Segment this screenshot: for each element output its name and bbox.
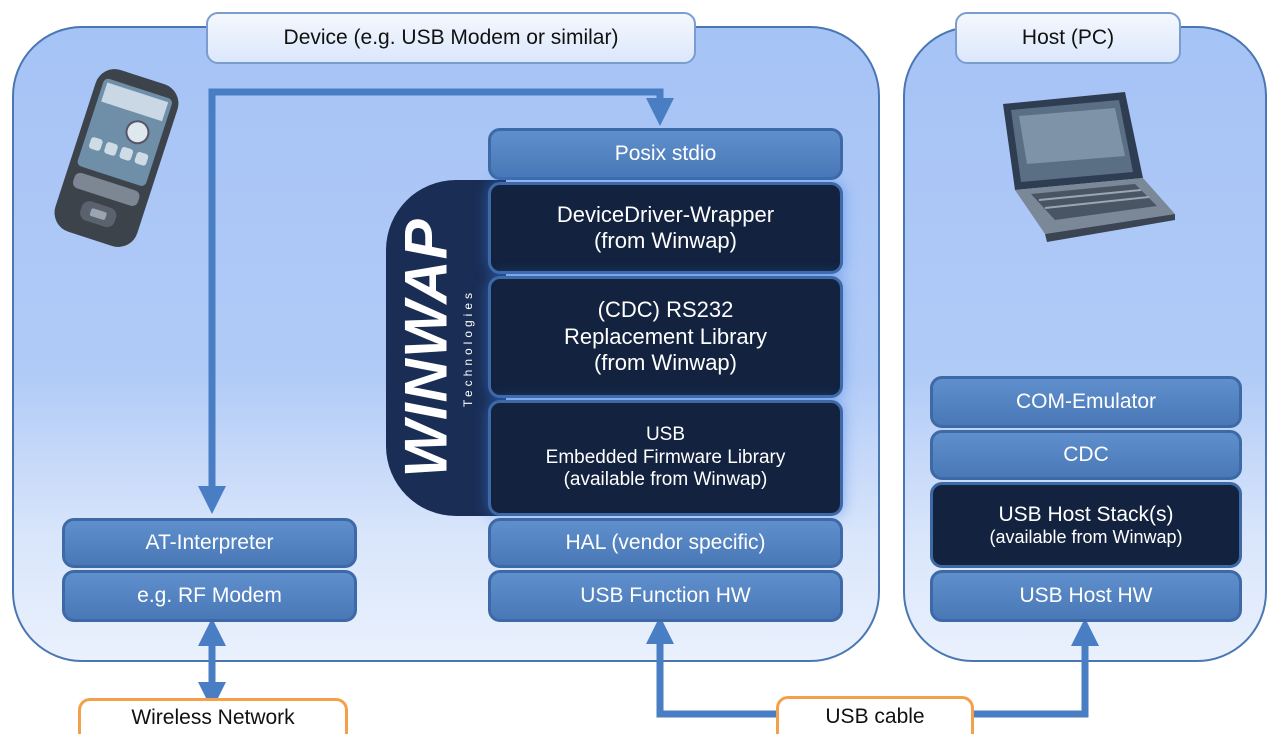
rf-modem-block: e.g. RF Modem — [62, 570, 357, 622]
usb-cable-box: USB cable — [776, 696, 974, 734]
at-interpreter-block: AT-Interpreter — [62, 518, 357, 568]
posix-to-at-arrow — [198, 88, 674, 514]
winwap-brand-panel — [386, 180, 506, 516]
usb-host-stack-block: USB Host Stack(s)(available from Winwap) — [930, 482, 1242, 568]
usb-function-hw-block: USB Function HW — [488, 570, 843, 622]
winwap-logo-wordmark: WINWAP — [392, 218, 460, 478]
hal-block: HAL (vendor specific) — [488, 518, 843, 568]
mobile-phone-icon — [54, 69, 179, 247]
wireless-network-box: Wireless Network — [78, 698, 348, 734]
posix-stdio-block: Posix stdio — [488, 128, 843, 180]
usb-host-hw-block: USB Host HW — [930, 570, 1242, 622]
com-emulator-block: COM-Emulator — [930, 376, 1242, 428]
device-driver-wrapper-block: DeviceDriver-Wrapper(from Winwap) — [488, 182, 843, 274]
host-panel-label: Host (PC) — [955, 12, 1181, 64]
laptop-icon — [1003, 92, 1175, 242]
winwap-logo-tagline: Technologies — [461, 288, 475, 408]
device-panel-label: Device (e.g. USB Modem or similar) — [206, 12, 696, 64]
cdc-block: CDC — [930, 430, 1242, 480]
